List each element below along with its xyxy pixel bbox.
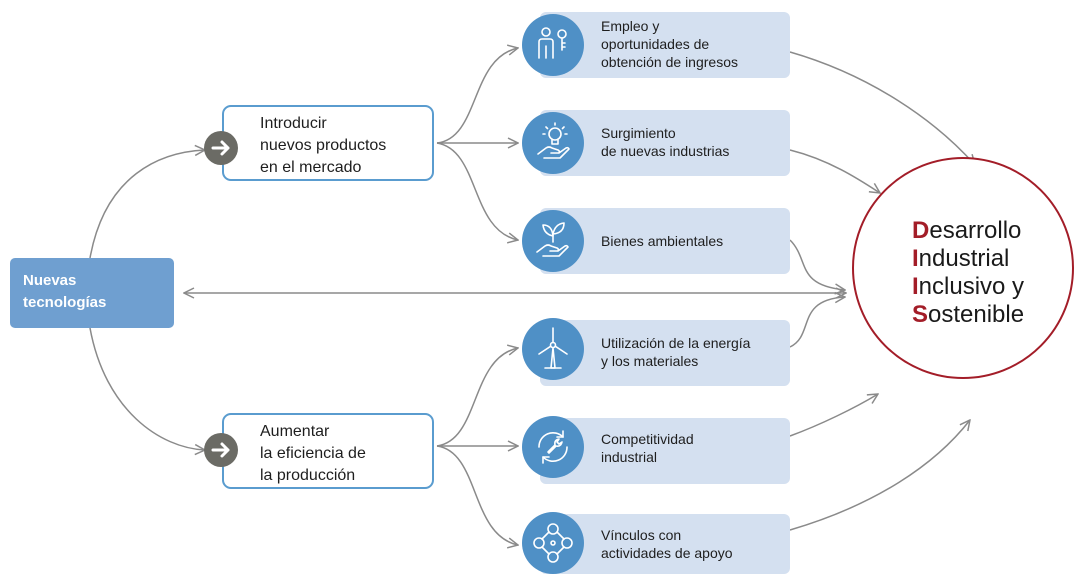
connector-pathway-2-to-linkages [436,445,518,545]
connector-employment-to-goal [789,51,975,165]
outcome-label-line: Surgimiento [601,125,676,141]
connector-energy-materials-to-goal [789,297,845,348]
outcome-label-line: actividades de apoyo [601,545,733,561]
outcome-label: Bienes ambientales [601,232,723,250]
goal-title-line: Desarrollo [912,217,1024,245]
outcome-label-line: Bienes ambientales [601,233,724,249]
goal-word-rest: ndustrial [918,245,1010,272]
outcome-label-line: Empleo y [601,18,660,34]
connector-pathway-1-to-employment [436,48,518,144]
source-label-line: tecnologías [23,294,107,311]
outcome-label-line: de nuevas industrias [601,143,730,159]
outcome-label: Surgimiento de nuevas industrias [601,124,729,160]
connector-competitiveness-to-goal [789,394,878,437]
pathway-label-line: Introducir [260,115,327,132]
connector-source-to-pathway-1 [89,150,205,259]
outcome-label: Empleo y oportunidades de obtención de i… [601,17,738,71]
pathway-label-line: nuevos productos [260,137,387,154]
wrench-cycle-icon [522,416,584,478]
outcome-label-line: Vínculos con [601,527,682,543]
outcome-label: Utilización de la energía y los material… [601,334,750,370]
outcome-label: Competitividad industrial [601,430,694,466]
outcome-label: Vínculos con actividades de apoyo [601,526,733,562]
goal-title-line: Inclusivo y [912,273,1024,301]
person-with-key-icon [522,14,584,76]
connector-pathway-1-to-environmental-goods [436,142,518,240]
wind-turbine-icon [522,318,584,380]
goal-word-rest: esarrollo [929,217,1022,244]
outcome-label-line: y los materiales [601,353,699,369]
outcome-label-line: oportunidades de [601,36,710,52]
hand-holding-lightbulb-icon [522,112,584,174]
goal-title: Desarrollo Industrial Inclusivo y Sosten… [912,217,1024,329]
outcome-label-line: industrial [601,449,658,465]
pathway-label-line: la producción [260,467,356,484]
pathway-box-new-products: Introducir nuevos productos en el mercad… [222,105,434,181]
source-label-line: Nuevas [23,272,77,289]
pathway-label: Aumentar la eficiencia de la producción [260,421,366,487]
goal-circle-inclusive-sustainable-industrial-development: Desarrollo Industrial Inclusivo y Sosten… [852,157,1074,379]
arrow-right-icon [204,433,238,467]
goal-initial: S [912,301,929,328]
outcome-label-line: Utilización de la energía [601,335,751,351]
hand-holding-leaves-icon [522,210,584,272]
goal-word-rest: ostenible [928,301,1025,328]
goal-initial: I [912,273,919,300]
outcome-label-line: Competitividad [601,431,694,447]
connector-pathway-2-to-energy-materials [436,348,518,447]
connector-source-to-pathway-2 [89,327,205,450]
goal-title-line: Sostenible [912,301,1024,329]
connected-nodes-icon [522,512,584,574]
pathway-box-production-efficiency: Aumentar la eficiencia de la producción [222,413,434,489]
outcome-label-line: obtención de ingresos [601,54,738,70]
goal-initial: D [912,217,930,244]
pathway-label-line: la eficiencia de [260,445,366,462]
connector-environmental-goods-to-goal [789,239,845,290]
goal-title-line: Industrial [912,245,1024,273]
source-label: Nuevas tecnologías [23,270,106,314]
goal-word-rest: nclusivo y [918,273,1025,300]
pathway-label-line: en el mercado [260,159,362,176]
pathway-label-line: Aumentar [260,423,330,440]
connector-linkages-to-goal [789,420,970,531]
connector-new-industries-to-goal [789,149,880,193]
pathway-label: Introducir nuevos productos en el mercad… [260,113,386,179]
arrow-right-icon [204,131,238,165]
goal-initial: I [912,245,919,272]
source-box-new-technologies: Nuevas tecnologías [10,258,174,328]
